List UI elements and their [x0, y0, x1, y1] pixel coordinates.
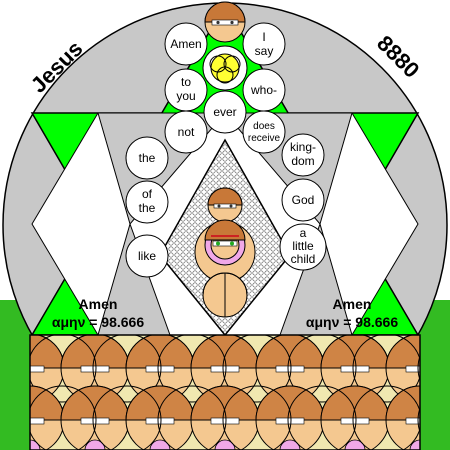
- floor-eyes: [275, 417, 305, 425]
- word-say: say: [255, 44, 274, 58]
- word-circle-kingdom: [281, 133, 325, 177]
- floor-overlap-circle: [92, 335, 162, 403]
- floor-pink-petal: [30, 439, 41, 450]
- word-circle-of-the: [125, 180, 169, 224]
- floor-eyes: [30, 417, 45, 425]
- floor-eyes: [405, 417, 420, 425]
- word-does: does: [253, 121, 275, 132]
- amen-left-formula: αμην = 98.666: [52, 314, 144, 330]
- floor-pink-petal: [344, 439, 366, 450]
- floor-eyes: [340, 417, 370, 425]
- floor-eyes: [145, 417, 175, 425]
- word-you: you: [176, 89, 195, 103]
- word-circle-not: [164, 110, 208, 154]
- word-the-2: the: [139, 201, 156, 215]
- floor-overlap-circle: [30, 385, 97, 450]
- floor-eyes: [80, 417, 110, 425]
- amen-right-word: Amen: [333, 296, 372, 312]
- floor-overlap-circle: [287, 385, 357, 450]
- floor-hair: [385, 335, 420, 369]
- word-circle-the: [125, 136, 169, 180]
- word-circle-like: [125, 234, 169, 278]
- word-circle-amen: [164, 22, 208, 66]
- yellow-flower: [202, 45, 248, 91]
- word-circle-ever: [203, 90, 247, 134]
- amen-right-formula: αμην = 98.666: [306, 314, 398, 330]
- word-of: of: [142, 187, 153, 201]
- word-ever: ever: [213, 105, 236, 119]
- floor-eyes: [340, 365, 370, 373]
- floor-overlap-circle: [30, 335, 97, 403]
- floor-overlap-circle: [222, 385, 292, 450]
- floor-overlap-circle: [157, 335, 227, 403]
- floor-overlap-circle: [352, 385, 420, 450]
- floor-overlap-circle: [287, 335, 357, 403]
- floor-eyes: [405, 365, 420, 373]
- word-a: a: [300, 226, 307, 240]
- floor-overlap-circle: [352, 335, 420, 403]
- word-like: like: [138, 249, 156, 263]
- word-receive: receive: [248, 133, 281, 144]
- floor-overlap-circle: [157, 385, 227, 450]
- word-little: little: [292, 239, 314, 253]
- floor-pink-petal: [214, 439, 236, 450]
- word-king: king-: [290, 140, 316, 154]
- floor-hair: [385, 385, 420, 421]
- word-to: to: [181, 75, 191, 89]
- amen-left-word: Amen: [79, 296, 118, 312]
- word-i: I: [262, 30, 265, 44]
- word-god: God: [292, 193, 315, 207]
- word-who: who-: [250, 83, 277, 97]
- floor-pink-petal: [84, 439, 106, 450]
- word-circle-god: [281, 178, 325, 222]
- floor-eyes: [275, 365, 305, 373]
- top-head: [204, 1, 246, 43]
- word-dom: dom: [291, 154, 314, 168]
- word-circle-i-say: [242, 22, 286, 66]
- floor-eyes: [210, 365, 240, 373]
- floor-pink-petal: [409, 439, 420, 450]
- floor-overlap-circle: [417, 407, 420, 433]
- word-child: child: [291, 252, 316, 266]
- word-circle-a-little-child: [279, 223, 327, 271]
- word-circles: Amen I say to you who- ever not does rec…: [125, 22, 327, 278]
- word-circle-does-receive: [242, 110, 286, 154]
- floor-eyes: [210, 417, 240, 425]
- floor-overlap-circle: [417, 355, 420, 381]
- floor-pink-petal: [149, 439, 171, 450]
- floor-frame: [29, 334, 421, 450]
- word-the-1: the: [139, 151, 156, 165]
- floor-pink-petal: [279, 439, 301, 450]
- floor-circle-grid: [30, 335, 420, 450]
- floor-eyes: [145, 365, 175, 373]
- floor-overlap-circle: [222, 335, 292, 403]
- floor-eyes: [80, 365, 110, 373]
- word-not: not: [178, 125, 195, 139]
- central-figure-upper: [207, 187, 243, 223]
- word-amen: Amen: [170, 37, 201, 51]
- floor-overlap-circle: [92, 385, 162, 450]
- floor-eyes: [30, 365, 45, 373]
- central-figure-lower: [194, 219, 256, 318]
